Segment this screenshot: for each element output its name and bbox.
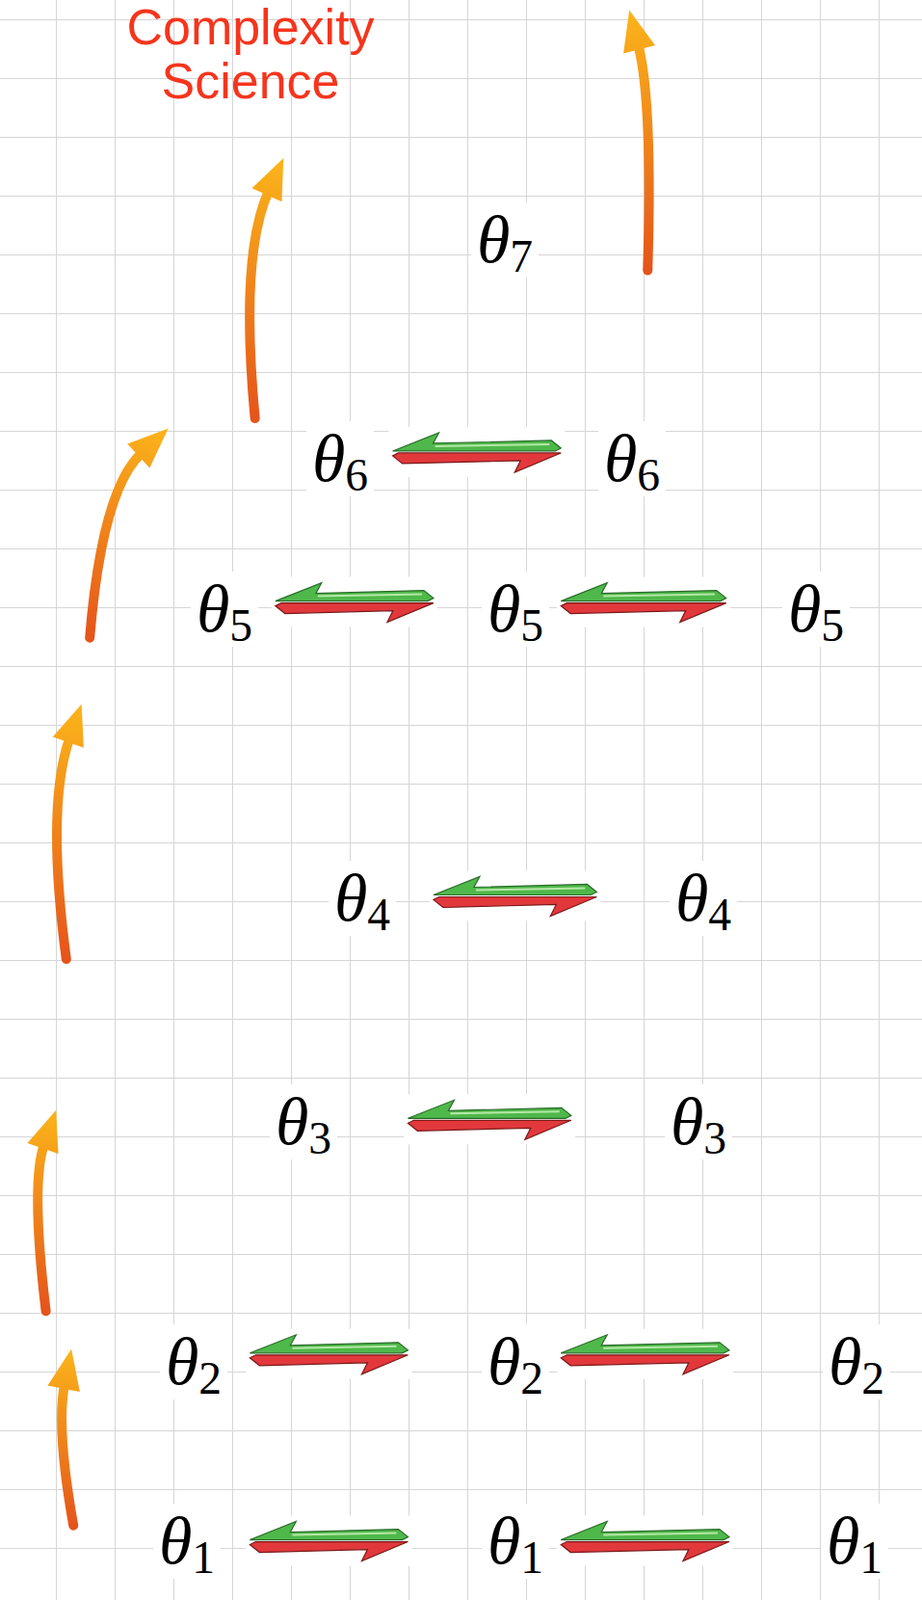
curved-arrow [89,428,169,638]
arrow-patch [245,1328,412,1379]
parameter-symbol: θ3 [664,1083,733,1160]
left-arrow [393,432,562,451]
arrow-shine [435,444,551,447]
parameter-symbol: θ6 [598,421,666,497]
parameter-symbol: θ1 [153,1502,221,1579]
right-arrow [407,1119,571,1139]
parameter-symbol: θ5 [782,571,850,647]
double-arrow [389,426,566,477]
right-arrow [393,452,562,473]
arrow-patch [429,869,601,921]
arrow-head [26,1109,58,1154]
double-arrow [245,1515,412,1566]
parameter-symbol: θ4 [669,860,738,936]
parameter-symbol: θ3 [269,1083,338,1160]
curved-arrow [47,1348,80,1526]
double-arrow [403,1093,575,1144]
right-arrow [275,603,434,623]
double-arrow [556,1515,734,1566]
double-arrow [245,1328,412,1379]
arrow-patch [389,426,566,477]
arrow-shaft [37,1144,46,1312]
right-arrow [433,895,597,916]
arrow-patch [403,1093,575,1144]
left-arrow [407,1099,571,1118]
arrow-head [52,703,84,747]
parameter-symbol: θ6 [306,421,374,497]
arrow-head [251,158,284,202]
arrow-shine [475,887,585,890]
arrow-shine [291,1345,396,1348]
arrow-head [47,1348,80,1392]
parameter-symbol: θ2 [822,1323,891,1399]
arrow-head [127,428,168,469]
heading-text: Complexity Science [105,0,396,108]
arrow-shine [603,594,714,597]
arrow-patch [556,1328,734,1379]
left-arrow [249,1334,408,1353]
arrow-patch [556,1515,734,1566]
curved-arrow [623,10,656,271]
arrow-shine [449,1110,559,1113]
arrow-shaft [638,45,650,270]
left-arrow [560,1521,730,1540]
arrow-shine [603,1532,718,1535]
curved-arrow [26,1109,58,1312]
parameter-symbol: θ1 [820,1502,889,1579]
double-arrow [429,869,601,921]
curved-arrow [52,703,84,959]
arrow-head [623,10,656,54]
left-arrow [560,582,726,602]
arrow-shaft [56,737,70,959]
arrow-shaft [89,452,142,637]
parameter-symbol: θ4 [328,860,396,936]
double-arrow [556,577,730,628]
left-arrow [433,875,597,895]
right-arrow [249,1354,408,1374]
right-arrow [249,1541,408,1561]
arrow-patch [245,1515,412,1566]
parameter-symbol: θ7 [471,202,539,278]
parameter-symbol: θ1 [481,1502,550,1579]
left-arrow [249,1521,408,1540]
parameter-symbol: θ5 [481,571,550,647]
parameter-symbol: θ2 [481,1323,550,1399]
parameter-symbol: θ5 [190,571,259,647]
arrow-patch [271,577,438,628]
arrow-shine [603,1345,718,1348]
left-arrow [560,1334,730,1353]
parameter-symbol: θ2 [159,1323,228,1399]
arrow-shaft [61,1384,74,1526]
arrow-shine [317,594,422,597]
right-arrow [560,1354,730,1374]
double-arrow [556,1328,734,1379]
arrow-patch [556,577,730,628]
curved-arrow [249,158,284,419]
arrow-shaft [249,191,268,419]
double-arrow [271,577,438,628]
arrow-shine [291,1532,396,1535]
left-arrow [275,582,434,602]
right-arrow [560,1541,730,1561]
right-arrow [560,603,726,623]
